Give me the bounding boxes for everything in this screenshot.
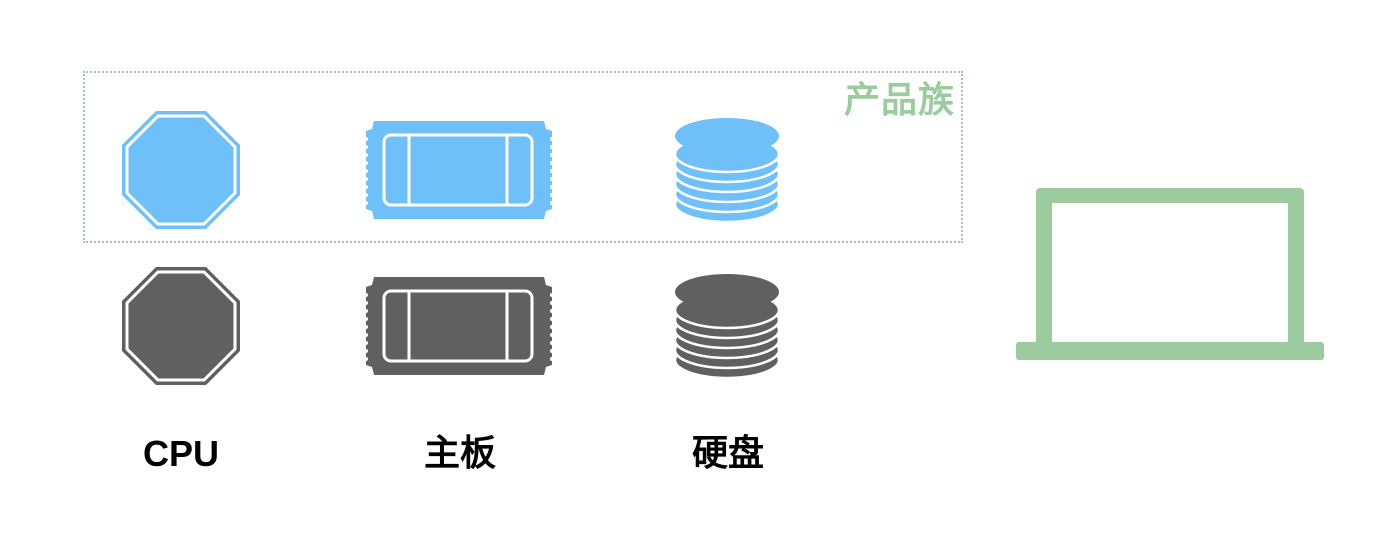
product-family-label: 产品族 bbox=[843, 80, 955, 121]
product-family-group: 产品族 bbox=[83, 71, 963, 243]
motherboard-label: 主板 bbox=[423, 433, 496, 474]
harddisk-gray-stack-icon bbox=[673, 274, 781, 380]
laptop-icon bbox=[1016, 188, 1324, 360]
harddisk-label: 硬盘 bbox=[691, 433, 764, 474]
cpu-gray-octagon-icon bbox=[122, 267, 240, 385]
harddisk-blue-stack-icon bbox=[673, 118, 781, 224]
motherboard-blue-ticket-icon bbox=[364, 121, 554, 219]
motherboard-gray-ticket-icon bbox=[364, 277, 554, 375]
cpu-blue-octagon-icon bbox=[122, 111, 240, 229]
cpu-label: CPU bbox=[142, 433, 219, 474]
